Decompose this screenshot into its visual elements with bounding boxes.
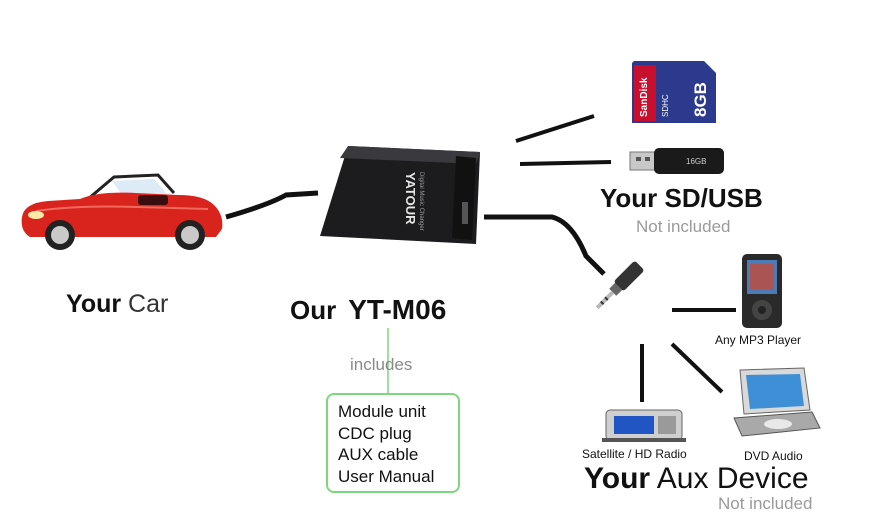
includes-label: includes (350, 355, 413, 374)
product-prefix: Our (290, 295, 337, 325)
aux-not-included: Not included (718, 494, 813, 513)
usb-capacity-text: 16GB (686, 157, 706, 166)
unit-brand-text: YATOUR (403, 172, 418, 225)
mp3-player-icon (742, 254, 782, 328)
unit-subtext: Digital Music Changer (418, 172, 424, 231)
usb-connector-line (519, 160, 612, 166)
includes-item: AUX cable (338, 445, 419, 464)
includes-item: User Manual (338, 466, 435, 486)
car-to-unit-cable (225, 190, 319, 220)
dvd-player-icon (733, 367, 821, 437)
unit-to-aux-cable (484, 214, 606, 276)
includes-box: Module unit CDC plug AUX cable User Manu… (326, 393, 460, 493)
aux-title: Your Aux Device (584, 462, 809, 496)
product-model: YT-M06 (348, 294, 447, 325)
storage-title: Your SD/USB (600, 183, 763, 213)
dvd-connector-line (670, 342, 724, 394)
aux-title-bold: Your (584, 462, 651, 495)
mp3-label: Any MP3 Player (715, 333, 802, 347)
aux-title-rest: Aux Device (656, 462, 809, 495)
sd-card-icon: SanDisk SDHC 8GB (632, 61, 716, 123)
radio-label: Satellite / HD Radio (582, 447, 687, 461)
red-car-icon (21, 173, 223, 250)
product-label: Our YT-M06 (290, 294, 446, 326)
car-label-bold: Your (66, 290, 122, 318)
car-label: Your Car (66, 290, 168, 319)
car-label-rest: Car (128, 290, 169, 318)
sd-type-text: SDHC (661, 94, 670, 117)
yatour-unit-icon: YATOUR Digital Music Changer (320, 146, 480, 244)
sd-brand-text: SanDisk (639, 77, 650, 117)
includes-item: Module unit (338, 402, 426, 421)
aux-plug-icon (595, 261, 644, 310)
storage-not-included: Not included (636, 217, 731, 236)
sd-capacity-text: 8GB (691, 82, 710, 117)
satellite-radio-icon (602, 409, 686, 442)
includes-item: CDC plug (338, 423, 412, 443)
usb-stick-icon: 16GB (629, 148, 724, 174)
dvd-label: DVD Audio (744, 449, 803, 463)
sd-connector-line (515, 114, 595, 143)
